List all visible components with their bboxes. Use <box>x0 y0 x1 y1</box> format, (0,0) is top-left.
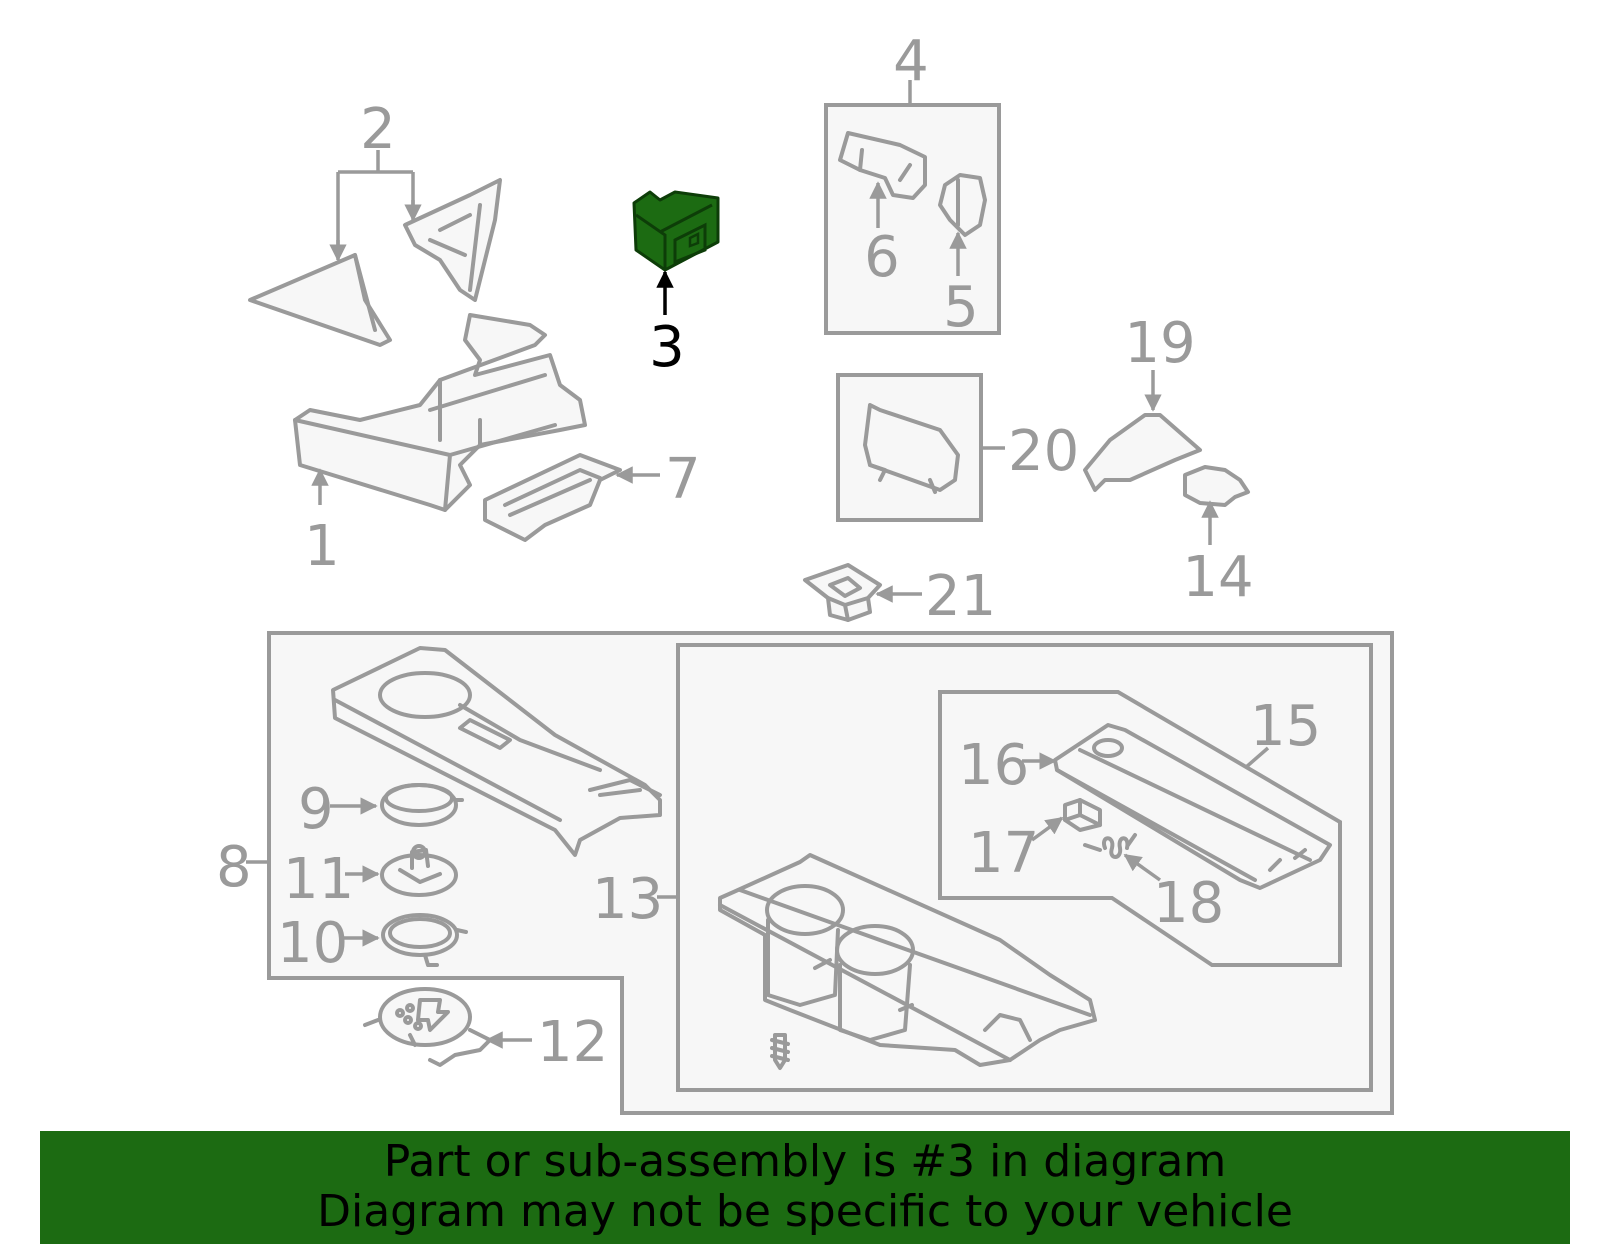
callout-18: 18 <box>1153 871 1224 936</box>
part-9-ring[interactable] <box>380 783 464 827</box>
callout-19: 19 <box>1124 311 1195 376</box>
callout-9: 9 <box>298 777 334 842</box>
part-21-clip[interactable] <box>803 563 882 622</box>
callout-2: 2 <box>360 97 396 162</box>
part-13-screw[interactable] <box>770 1033 790 1070</box>
part-14-cap[interactable] <box>1183 465 1250 507</box>
callout-7: 7 <box>665 447 701 512</box>
callout-3: 3 <box>649 315 685 380</box>
part-7-tray[interactable] <box>483 453 622 542</box>
part-13-cupholder[interactable] <box>718 853 1097 1067</box>
callout-21: 21 <box>925 564 996 629</box>
callout-6: 6 <box>864 225 900 290</box>
part-12-shift-plate[interactable] <box>363 987 492 1067</box>
callout-17-leader <box>1030 816 1064 842</box>
callout-5: 5 <box>943 275 979 340</box>
callout-17: 17 <box>968 821 1039 886</box>
part-5-cap[interactable] <box>938 173 987 237</box>
callout-11: 11 <box>283 847 354 912</box>
callout-16: 16 <box>958 733 1029 798</box>
part-8-console-top[interactable] <box>331 646 662 857</box>
part-19-cover[interactable] <box>1083 413 1202 492</box>
part-20-trim[interactable] <box>863 403 960 494</box>
part-3-switch-highlighted[interactable] <box>632 190 720 272</box>
callout-2-leader <box>329 150 422 262</box>
callout-1: 1 <box>304 514 340 579</box>
part-17-latch[interactable] <box>1063 798 1102 832</box>
part-1-console-base[interactable] <box>293 313 587 512</box>
part-15-lid[interactable] <box>1053 723 1332 890</box>
banner-line-2: Diagram may not be specific to your vehi… <box>317 1186 1293 1237</box>
disclaimer-banner: Part or sub-assembly is #3 in diagram Di… <box>40 1131 1570 1244</box>
callout-12: 12 <box>537 1010 608 1075</box>
callout-18-leader <box>1123 853 1162 882</box>
part-6-cap[interactable] <box>838 131 927 200</box>
part-2-trim-panels[interactable] <box>248 178 502 347</box>
callout-13: 13 <box>592 867 663 932</box>
callout-4: 4 <box>893 29 929 94</box>
callout-15: 15 <box>1250 694 1321 759</box>
callout-14: 14 <box>1182 545 1253 610</box>
callout-8: 8 <box>216 835 252 900</box>
part-11-boot[interactable] <box>380 844 458 897</box>
callout-20: 20 <box>1008 419 1079 484</box>
callout-10: 10 <box>277 911 348 976</box>
banner-line-1: Part or sub-assembly is #3 in diagram <box>383 1136 1227 1187</box>
part-18-spring[interactable] <box>1083 833 1137 859</box>
part-10-ring[interactable] <box>381 913 468 967</box>
callout-15-leader <box>1243 746 1270 770</box>
